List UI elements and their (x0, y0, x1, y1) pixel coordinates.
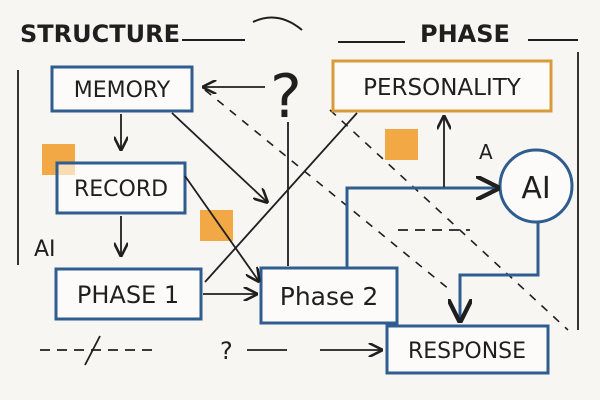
response-label: RESPONSE (408, 339, 526, 364)
phase1-label: PHASE 1 (77, 281, 179, 309)
personality-label: PERSONALITY (363, 75, 522, 101)
sticky-note-icon (385, 129, 418, 160)
memory-node[interactable]: MEMORY (50, 65, 194, 113)
arrow-record-to-phase2 (184, 175, 258, 280)
arrow-ai-to-response (460, 222, 540, 318)
line-personality-to-phase1 (204, 112, 358, 283)
ai-circle-node[interactable]: AI (498, 148, 574, 224)
phase1-node[interactable]: PHASE 1 (54, 267, 203, 321)
ai-circle-label: AI (521, 171, 550, 206)
ai-side-label: AI (34, 237, 56, 262)
memory-label: MEMORY (74, 78, 171, 103)
phase2-label: Phase 2 (280, 282, 379, 311)
a-label: A (479, 140, 493, 164)
dashed-diagonal-1 (204, 89, 451, 291)
arrow-phase2-to-ai (345, 188, 495, 267)
header-phase: PHASE (420, 20, 510, 48)
header-swoosh (252, 16, 303, 31)
record-node[interactable]: RECORD (55, 161, 187, 215)
phase2-node[interactable]: Phase 2 (259, 266, 399, 325)
question-mark-icon: ? (270, 62, 302, 132)
bottom-question-mark: ? (220, 337, 233, 365)
record-label: RECORD (74, 177, 168, 202)
personality-node[interactable]: PERSONALITY (331, 59, 553, 113)
bottom-dashed-slash (84, 335, 101, 366)
response-node[interactable]: RESPONSE (385, 324, 550, 375)
arrow-memory-to-phase2 (171, 112, 266, 201)
header-structure: STRUCTURE (20, 20, 180, 48)
dashed-diagonal-2 (329, 109, 569, 331)
